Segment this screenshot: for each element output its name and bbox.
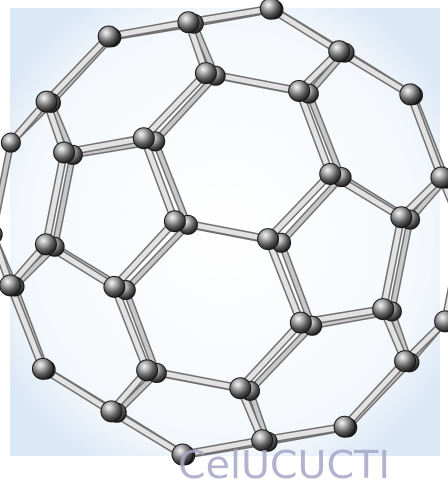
carbon-atom: [103, 275, 126, 298]
carbon-atom: [399, 83, 422, 106]
carbon-atom: [251, 429, 274, 452]
bond: [180, 437, 265, 458]
atom-layer: [0, 0, 448, 466]
bond: [296, 88, 333, 177]
carbon-atom: [132, 127, 155, 150]
carbon-atom: [394, 350, 417, 373]
bond: [342, 358, 408, 430]
carbon-atom: [430, 166, 448, 189]
bond: [43, 150, 67, 247]
carbon-atom: [171, 443, 194, 466]
watermark-text: CelUCUCTI: [178, 444, 390, 484]
carbon-atom: [259, 0, 282, 20]
bond: [0, 140, 13, 208]
carbon-atom: [34, 233, 57, 256]
carbon-atom: [136, 359, 159, 382]
bond: [279, 175, 344, 245]
watermark-logo: CelUCUCTI: [178, 444, 390, 484]
bond: [52, 152, 75, 249]
carbon-atom: [333, 415, 356, 438]
carbon-atom: [288, 79, 311, 102]
carbon-atom: [31, 357, 54, 380]
bond: [265, 236, 304, 326]
bond: [279, 240, 315, 328]
bond: [407, 91, 444, 180]
carbon-atom: [53, 141, 76, 164]
bond: [44, 34, 112, 105]
bond: [306, 91, 344, 180]
carbon-atom: [163, 210, 186, 233]
bond: [7, 282, 46, 372]
carbon-atom: [328, 40, 351, 63]
carbon-atom: [35, 90, 58, 113]
carbon-atom: [0, 132, 21, 153]
carbon-atom: [194, 62, 217, 85]
carbon-atom: [229, 377, 252, 400]
carbon-atom: [100, 400, 123, 423]
carbon-atom: [390, 206, 413, 229]
bond: [141, 70, 209, 141]
carbon-atom: [97, 25, 120, 48]
bond: [380, 214, 404, 312]
bond: [111, 284, 150, 373]
carbon-atom: [319, 163, 342, 186]
bond: [237, 320, 304, 391]
bond: [389, 217, 413, 314]
bond: [265, 171, 333, 242]
bond: [153, 139, 190, 227]
carbon-atom: [289, 311, 312, 334]
bond: [153, 73, 218, 144]
bond: [248, 323, 315, 393]
bond: [123, 222, 190, 292]
carbon-atom: [0, 227, 3, 242]
bond: [123, 287, 159, 376]
bond: [268, 6, 342, 54]
bond: [111, 218, 178, 290]
carbon-atom: [372, 298, 395, 321]
carbon-atom: [434, 310, 448, 333]
bond: [141, 135, 178, 224]
carbon-atom: [257, 228, 280, 251]
carbon-atom: [177, 11, 200, 34]
carbon-atom: [0, 274, 22, 297]
bond: [40, 366, 114, 414]
bond: [106, 19, 191, 40]
